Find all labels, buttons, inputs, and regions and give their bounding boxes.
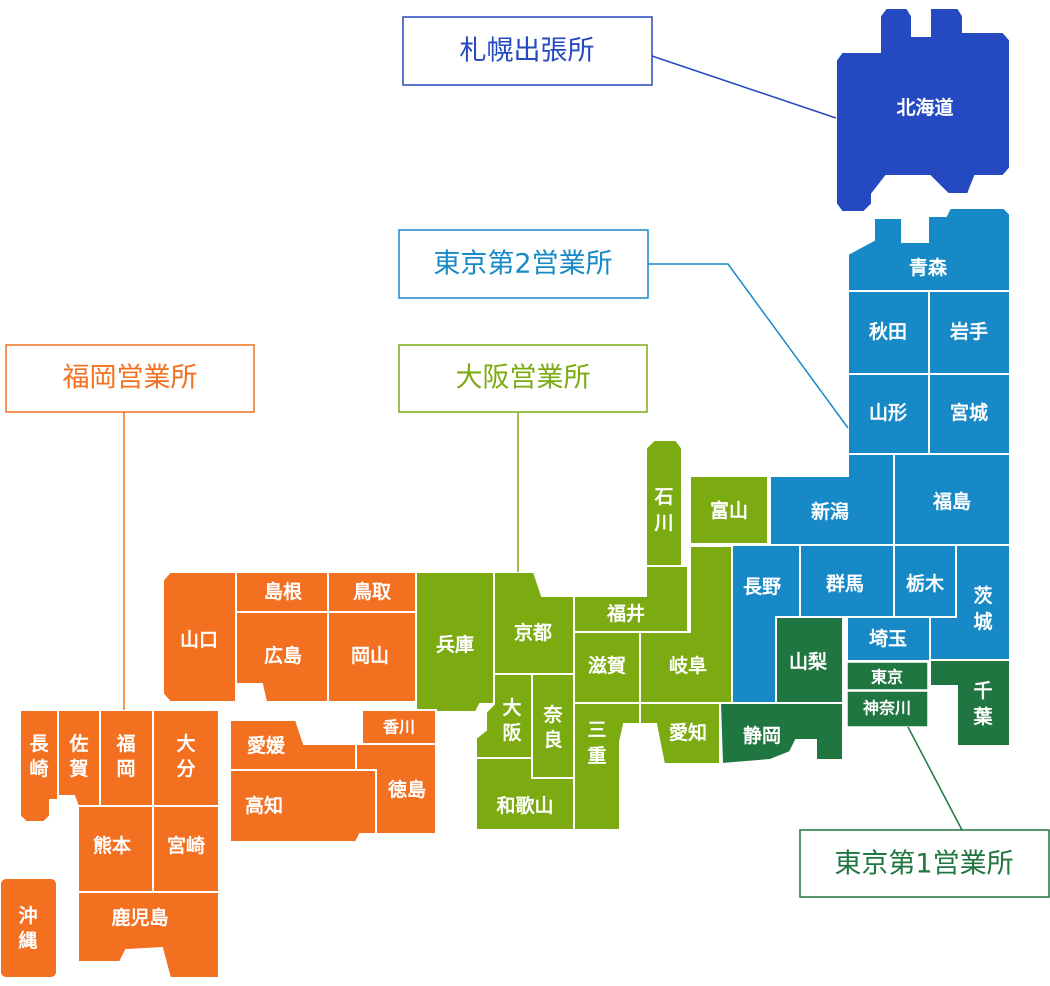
pref-mie[interactable] bbox=[573, 702, 641, 831]
office-box-osaka[interactable] bbox=[398, 344, 648, 413]
pref-label-oita-2: 分 bbox=[176, 758, 195, 780]
pref-label-fukushima: 福島 bbox=[932, 490, 971, 513]
pref-aomori[interactable] bbox=[847, 207, 1011, 292]
pref-tottori[interactable] bbox=[327, 571, 417, 613]
pref-label-chiba-2: 葉 bbox=[972, 706, 993, 728]
pref-kagawa[interactable] bbox=[361, 709, 437, 745]
pref-label-okinawa-1: 沖 bbox=[18, 904, 37, 927]
pref-kumamoto[interactable] bbox=[77, 805, 154, 893]
pref-miyagi[interactable] bbox=[928, 373, 1011, 455]
pref-label-osaka-2: 阪 bbox=[502, 721, 522, 744]
pref-label-nagasaki-2: 崎 bbox=[29, 757, 48, 780]
pref-label-kumamoto: 熊本 bbox=[93, 834, 131, 857]
pref-yamanashi[interactable] bbox=[775, 616, 844, 704]
pref-shizuoka[interactable] bbox=[718, 702, 844, 766]
pref-label-nagano: 長野 bbox=[743, 576, 781, 598]
pref-label-gifu: 岐阜 bbox=[669, 654, 707, 677]
pref-label-akita: 秋田 bbox=[869, 320, 907, 343]
pref-wakayama[interactable] bbox=[475, 757, 575, 831]
pref-label-saga-2: 賀 bbox=[68, 758, 88, 780]
pref-kanagawa[interactable] bbox=[846, 690, 929, 728]
pref-label-tochigi: 栃木 bbox=[906, 572, 945, 595]
pref-label-iwate: 岩手 bbox=[949, 320, 988, 343]
pref-label-fukuoka-1: 福 bbox=[115, 732, 135, 755]
pref-label-kochi: 高知 bbox=[245, 794, 283, 817]
leader-line-tokyo1 bbox=[907, 726, 963, 831]
office-label-tokyo1: 東京第1営業所 bbox=[834, 849, 1013, 880]
pref-niigata[interactable] bbox=[769, 453, 895, 546]
pref-label-nagasaki-1: 長 bbox=[29, 733, 49, 755]
pref-label-yamanashi: 山梨 bbox=[789, 650, 828, 673]
pref-label-tokushima: 徳島 bbox=[387, 778, 426, 801]
pref-label-miyagi: 宮城 bbox=[950, 401, 988, 424]
pref-saitama[interactable] bbox=[846, 616, 931, 662]
office-label-osaka: 大阪営業所 bbox=[456, 363, 591, 394]
pref-label-saitama: 埼玉 bbox=[869, 627, 907, 650]
pref-chiba[interactable] bbox=[929, 659, 1011, 747]
pref-label-hokkaido: 北海道 bbox=[896, 96, 953, 119]
pref-label-tokyo: 東京 bbox=[871, 668, 903, 687]
pref-label-shizuoka: 静岡 bbox=[743, 724, 781, 747]
pref-label-fukuoka-2: 岡 bbox=[116, 758, 135, 780]
pref-label-miyazaki: 宮崎 bbox=[167, 834, 205, 857]
pref-yamaguchi[interactable] bbox=[162, 571, 237, 703]
pref-tokushima[interactable] bbox=[355, 743, 437, 835]
office-label-sapporo: 札幌出張所 bbox=[460, 36, 595, 67]
office-box-fukuoka[interactable] bbox=[5, 344, 255, 413]
pref-label-ibaraki-2: 城 bbox=[973, 610, 992, 633]
pref-label-ehime: 愛媛 bbox=[247, 734, 286, 757]
pref-fukuoka[interactable] bbox=[99, 709, 154, 807]
pref-label-okayama: 岡山 bbox=[351, 645, 389, 667]
pref-okayama[interactable] bbox=[327, 611, 417, 703]
pref-label-kagawa: 香川 bbox=[382, 718, 415, 737]
pref-label-kanagawa: 神奈川 bbox=[863, 699, 911, 718]
pref-label-ibaraki-1: 茨 bbox=[973, 584, 992, 607]
pref-label-wakayama: 和歌山 bbox=[496, 794, 553, 817]
pref-label-aomori: 青森 bbox=[909, 256, 948, 279]
pref-label-shimane: 島根 bbox=[264, 580, 302, 603]
office-label-tokyo2: 東京第2営業所 bbox=[433, 249, 612, 280]
office-box-sapporo[interactable] bbox=[402, 16, 653, 86]
office-box-tokyo2[interactable] bbox=[398, 229, 649, 299]
pref-label-yamaguchi: 山口 bbox=[180, 629, 218, 651]
pref-okinawa[interactable] bbox=[0, 877, 58, 979]
pref-oita[interactable] bbox=[152, 709, 220, 807]
pref-label-saga-1: 佐 bbox=[68, 732, 88, 755]
pref-label-ishikawa-1: 石 bbox=[653, 486, 673, 508]
office-label-fukuoka: 福岡営業所 bbox=[63, 363, 198, 394]
pref-label-kagoshima: 鹿児島 bbox=[111, 906, 168, 929]
pref-label-okinawa-2: 縄 bbox=[18, 929, 37, 952]
pref-label-aichi: 愛知 bbox=[669, 721, 707, 744]
pref-label-oita-1: 大 bbox=[176, 732, 195, 755]
pref-label-ishikawa-2: 川 bbox=[653, 512, 673, 534]
pref-kagoshima[interactable] bbox=[77, 891, 220, 979]
pref-label-kyoto: 京都 bbox=[514, 621, 552, 644]
pref-shiga[interactable] bbox=[573, 631, 641, 704]
pref-label-tottori: 鳥取 bbox=[353, 580, 391, 603]
pref-label-toyama: 富山 bbox=[710, 499, 748, 522]
pref-label-nara-1: 奈 bbox=[542, 703, 563, 726]
pref-label-shiga: 滋賀 bbox=[588, 654, 626, 677]
leader-line-sapporo bbox=[651, 55, 837, 119]
pref-akita[interactable] bbox=[847, 290, 930, 375]
office-box-tokyo1[interactable] bbox=[799, 829, 1050, 898]
pref-toyama[interactable] bbox=[689, 475, 769, 545]
pref-label-fukui: 福井 bbox=[606, 602, 645, 625]
pref-label-gunma: 群馬 bbox=[825, 572, 864, 595]
pref-label-niigata: 新潟 bbox=[811, 500, 849, 523]
pref-hokkaido[interactable] bbox=[835, 7, 1011, 213]
pref-label-mie-1: 三 bbox=[587, 719, 606, 741]
pref-label-hiroshima: 広島 bbox=[264, 644, 302, 667]
pref-label-chiba-1: 千 bbox=[973, 680, 992, 702]
pref-label-nara-2: 良 bbox=[543, 728, 562, 751]
pref-label-mie-2: 重 bbox=[587, 745, 606, 767]
pref-label-yamagata: 山形 bbox=[869, 402, 907, 424]
pref-tokyo[interactable] bbox=[846, 661, 929, 691]
leader-line-tokyo2 bbox=[648, 263, 849, 429]
pref-label-hyogo: 兵庫 bbox=[436, 633, 474, 656]
pref-label-osaka-1: 大 bbox=[502, 696, 521, 719]
pref-nara[interactable] bbox=[531, 673, 575, 779]
pref-fukushima[interactable] bbox=[893, 453, 1011, 546]
